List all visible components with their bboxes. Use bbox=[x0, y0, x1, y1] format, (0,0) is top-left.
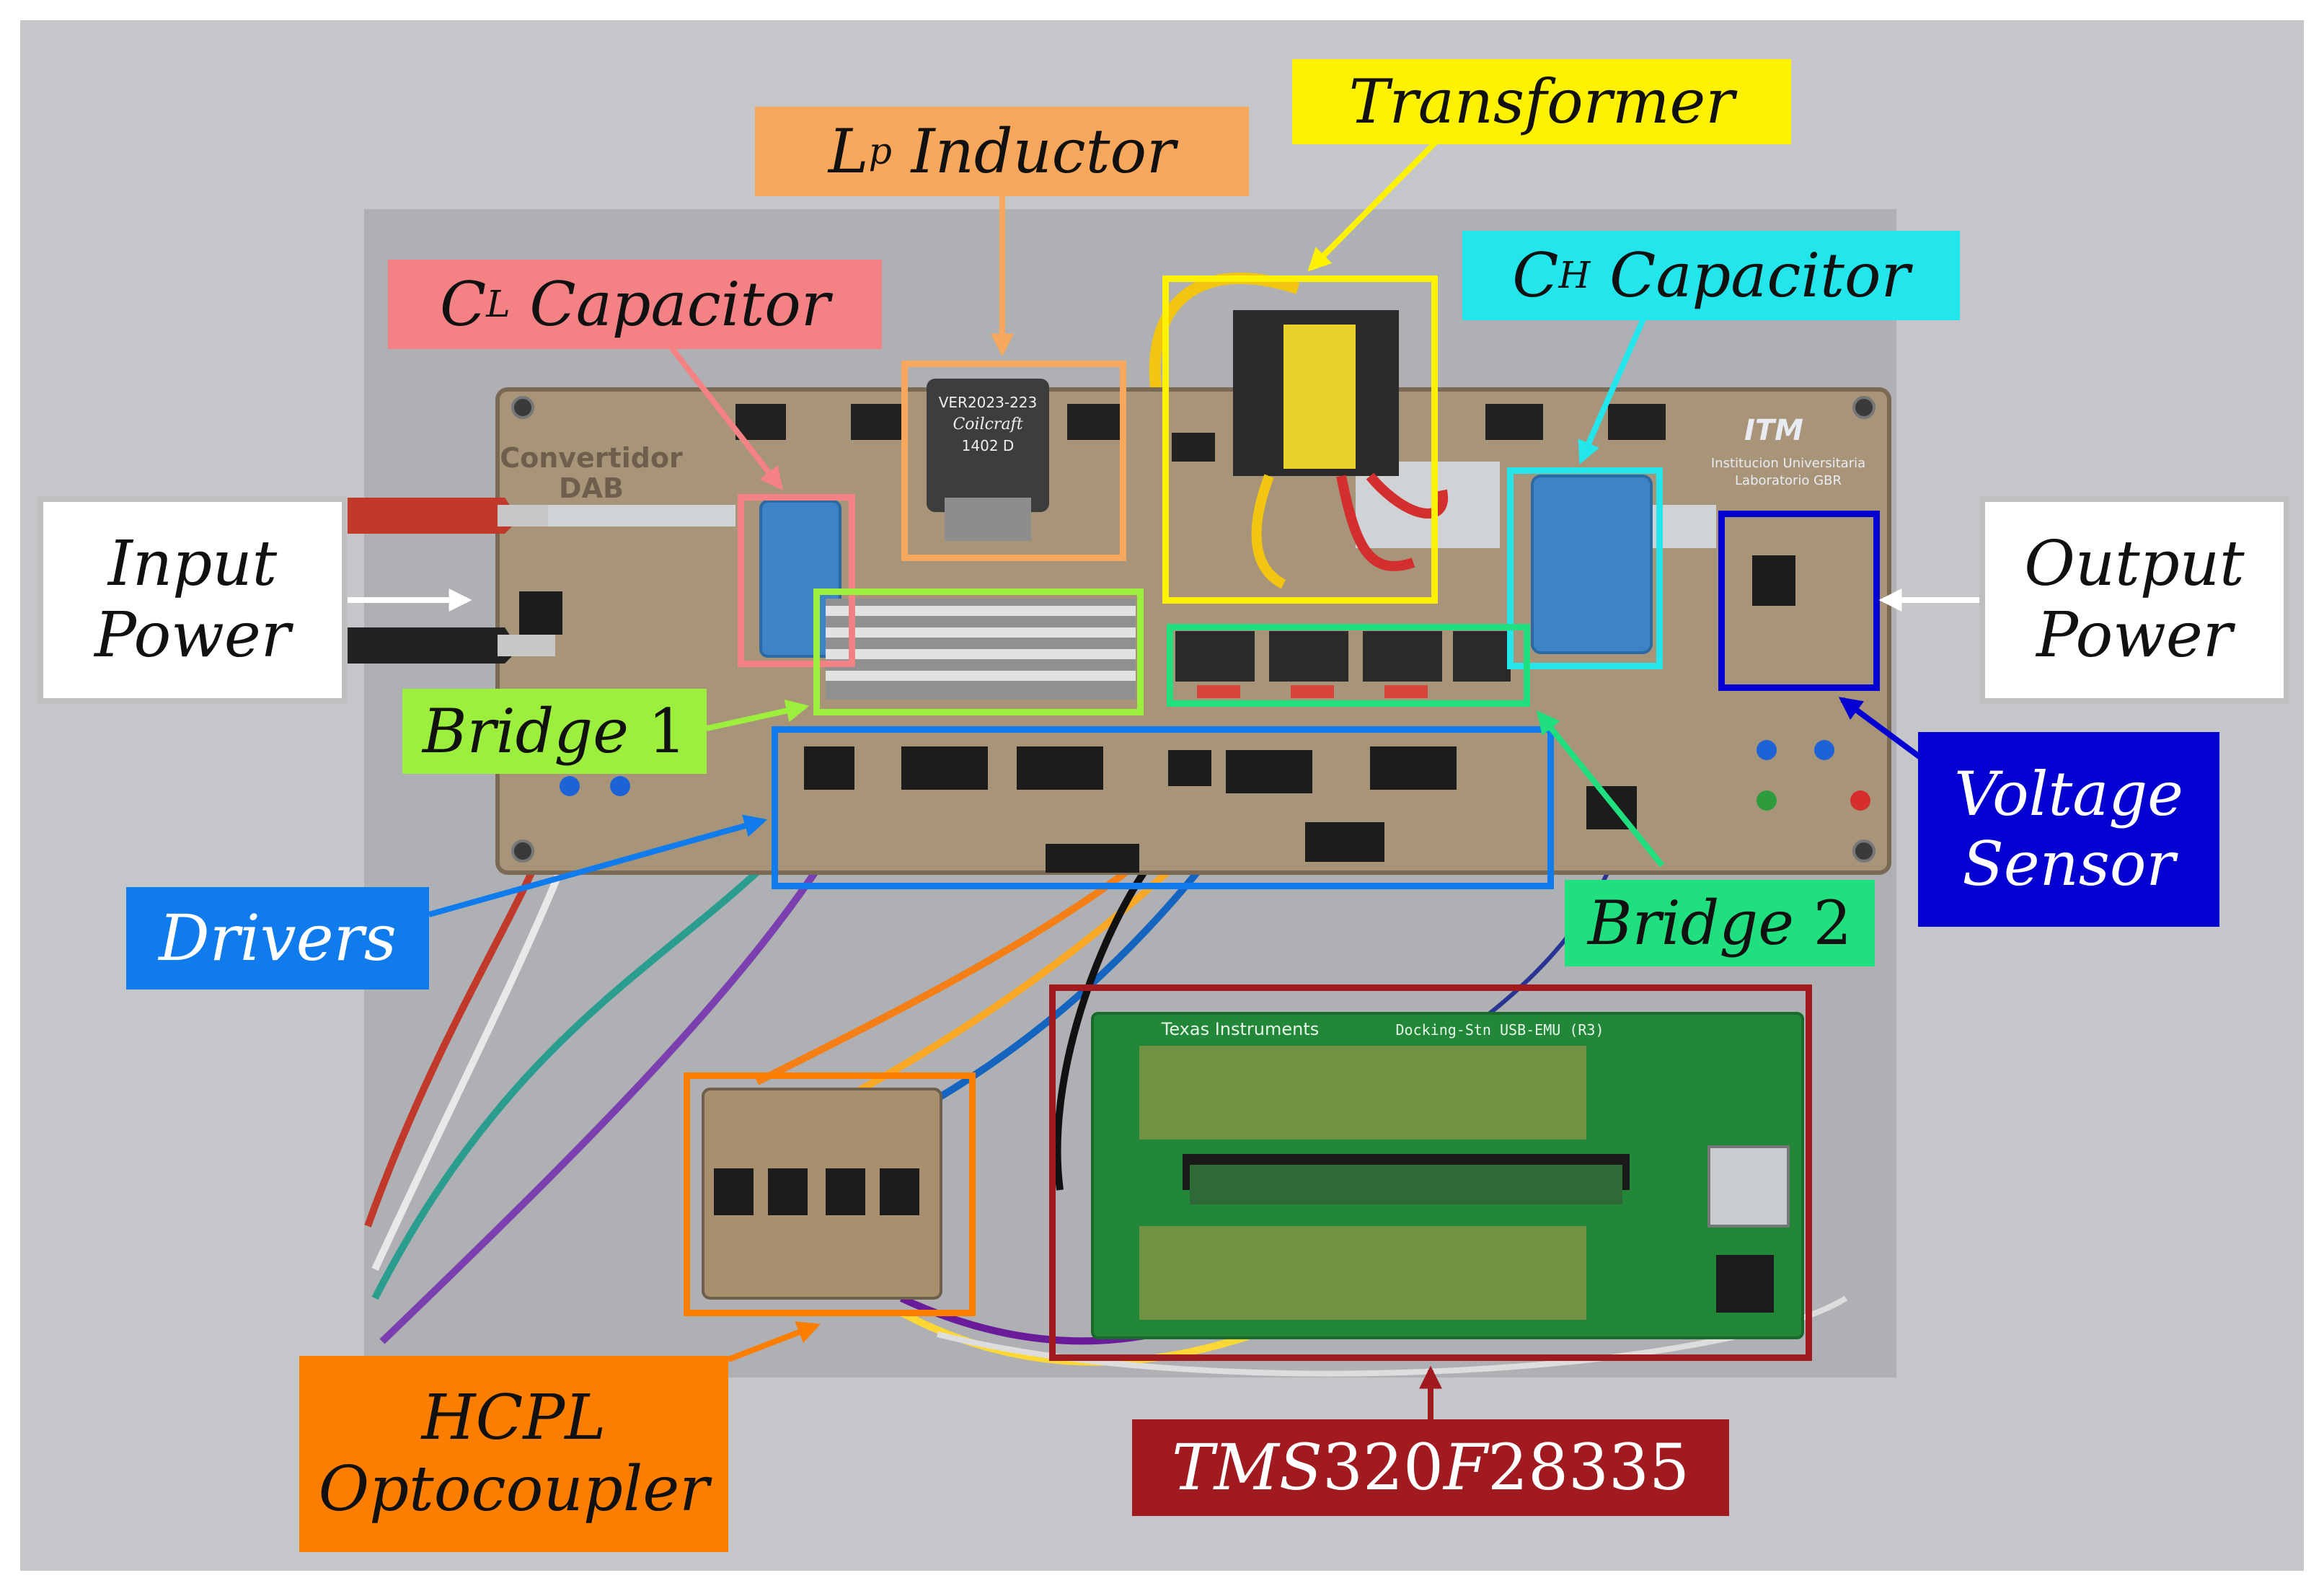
ch-capacitor-box bbox=[1507, 467, 1663, 669]
hcpl-label: HCPL Optocoupler bbox=[299, 1356, 728, 1552]
inductor-text-2: Coilcraft bbox=[953, 415, 1022, 433]
transformer-bobbin bbox=[1283, 325, 1356, 469]
dsp-proto-area-top bbox=[1139, 1046, 1586, 1140]
lp-sub: p bbox=[868, 130, 892, 173]
inductor-pins bbox=[945, 498, 1031, 541]
dsp-brand-text: Texas Instruments bbox=[1161, 1019, 1320, 1039]
voltage-sensor-label: Voltage Sensor bbox=[1918, 732, 2219, 927]
bridge-1-num: 1 bbox=[648, 695, 687, 767]
ch-letter: C bbox=[1512, 239, 1559, 311]
input-clips bbox=[339, 498, 555, 664]
cl-letter: C bbox=[439, 268, 487, 340]
inductor-text-1: VER2023-223 bbox=[939, 394, 1038, 411]
cl-sub: L bbox=[486, 283, 511, 326]
bridge-1-label: Bridge 1 bbox=[402, 689, 707, 774]
dsp-card bbox=[1190, 1165, 1622, 1204]
output-power-label: Output Power bbox=[1979, 496, 2289, 704]
cl-capacitor-box bbox=[738, 494, 855, 667]
transformer-box bbox=[1162, 276, 1438, 604]
transformer-label: Transformer bbox=[1292, 59, 1791, 144]
dsp-usb-port bbox=[1707, 1145, 1790, 1228]
board-title-line2: DAB bbox=[559, 472, 624, 504]
bridge-1-text: Bridge bbox=[422, 695, 629, 767]
lp-letter: L bbox=[828, 115, 869, 187]
transformer-leads bbox=[1251, 472, 1449, 589]
ch-capacitor-body bbox=[1531, 475, 1653, 654]
institution-line1: Institucion Universitaria bbox=[1711, 456, 1865, 471]
institution-line2: Laboratorio GBR bbox=[1735, 473, 1842, 488]
board-title-line1: Convertidor bbox=[500, 442, 683, 474]
input-power-label: Input Power bbox=[37, 496, 348, 704]
tms320-box bbox=[1049, 984, 1812, 1361]
bridge-2-label: Bridge 2 bbox=[1565, 880, 1875, 966]
cl-capacitor-body bbox=[759, 500, 841, 658]
leds bbox=[560, 740, 1870, 811]
dsp-proto-area-bottom bbox=[1139, 1226, 1586, 1320]
dsp-dock-text: Docking-Stn USB-EMU (R3) bbox=[1396, 1021, 1604, 1039]
tms-b: 320 bbox=[1322, 1430, 1444, 1505]
hcpl-board bbox=[702, 1088, 942, 1300]
voltage-sensor-box bbox=[1718, 511, 1880, 691]
hcpl-ics bbox=[714, 1168, 919, 1215]
bridge-1-heatsink bbox=[826, 599, 1136, 700]
input-side-components bbox=[519, 591, 562, 635]
dsp-power-jack bbox=[1716, 1255, 1774, 1313]
hcpl-box bbox=[684, 1072, 976, 1316]
inductor-text-3: 1402 D bbox=[962, 437, 1015, 454]
bridge-2-modules bbox=[1175, 631, 1511, 682]
tms-a: TMS bbox=[1171, 1430, 1323, 1505]
drivers-box bbox=[772, 726, 1554, 889]
lp-inductor-body bbox=[927, 379, 1049, 512]
bridge-2-box bbox=[1167, 624, 1530, 707]
tms-c: F bbox=[1444, 1430, 1488, 1505]
ch-sub: H bbox=[1558, 254, 1591, 297]
drivers-label: Drivers bbox=[126, 887, 429, 990]
itm-logo: ITM bbox=[1744, 414, 1803, 447]
lp-rest: Inductor bbox=[911, 115, 1176, 187]
cl-rest: Capacitor bbox=[529, 268, 831, 340]
lp-inductor-box bbox=[901, 361, 1126, 561]
tms-d: 28335 bbox=[1488, 1430, 1690, 1505]
bridge-1-box bbox=[813, 589, 1144, 715]
voltage-sensor-ic bbox=[1752, 555, 1795, 606]
bridge-2-num: 2 bbox=[1813, 887, 1852, 958]
ch-rest: Capacitor bbox=[1609, 239, 1910, 311]
bridge-2-resistors bbox=[1197, 685, 1428, 698]
bridge-2-text: Bridge bbox=[1587, 887, 1794, 958]
